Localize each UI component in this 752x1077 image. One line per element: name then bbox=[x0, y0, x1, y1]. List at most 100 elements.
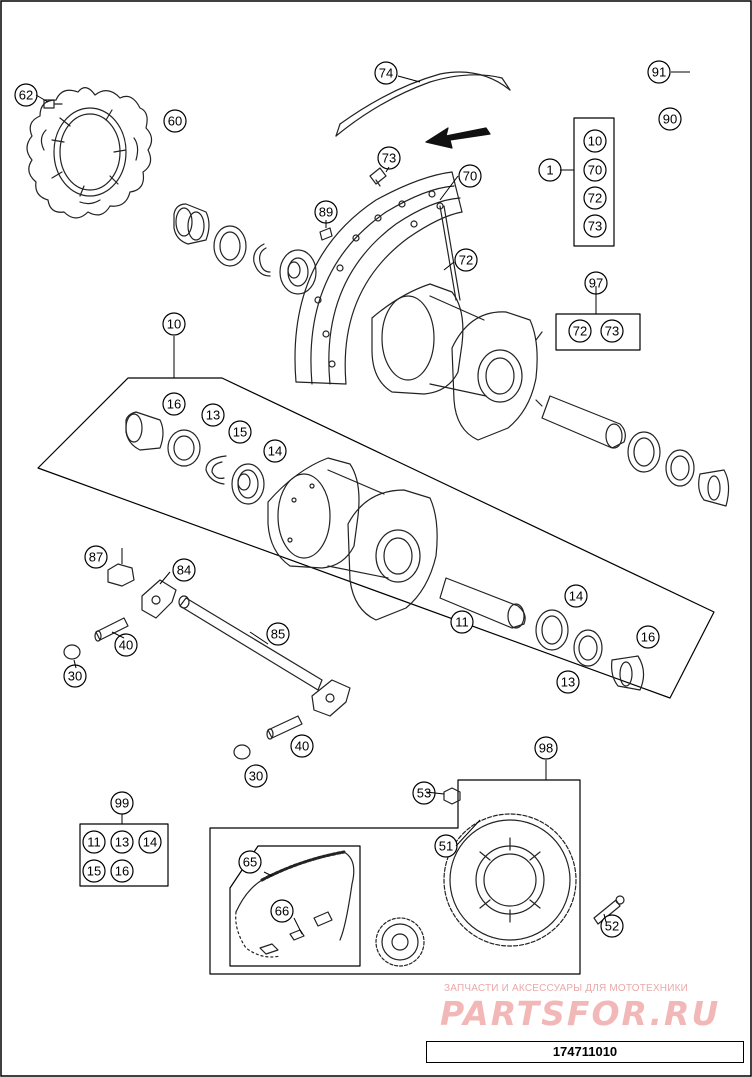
callout-circle bbox=[172, 558, 196, 582]
callout-number: 52 bbox=[605, 919, 619, 934]
callout-circle bbox=[82, 859, 106, 883]
top-axle-spacer bbox=[541, 395, 730, 507]
callout-circle bbox=[658, 107, 682, 131]
spoke bbox=[439, 205, 461, 301]
middle-hub-bearings-right bbox=[535, 609, 645, 691]
callout-number: 73 bbox=[588, 219, 602, 234]
callout-number: 16 bbox=[641, 630, 655, 645]
callout-number: 16 bbox=[167, 397, 181, 412]
callout-circle bbox=[377, 146, 401, 170]
rear-sprocket bbox=[443, 813, 577, 947]
callout-number: 99 bbox=[115, 796, 129, 811]
callout-circle bbox=[583, 186, 607, 210]
callout-number: 90 bbox=[663, 112, 677, 127]
callout-circle bbox=[266, 622, 290, 646]
callout-number: 14 bbox=[569, 589, 583, 604]
callout-circle bbox=[374, 61, 398, 85]
callout-circle bbox=[84, 545, 108, 569]
wheel-set-box bbox=[573, 117, 615, 247]
callout-number: 98 bbox=[539, 741, 553, 756]
callout-circle bbox=[458, 164, 482, 188]
hub-spacer bbox=[439, 577, 526, 629]
callout-number: 15 bbox=[233, 425, 247, 440]
callout-circle bbox=[110, 830, 134, 854]
callout-number: 30 bbox=[68, 669, 82, 684]
part-number: 174711010 bbox=[426, 1041, 744, 1063]
callout-number: 91 bbox=[652, 65, 666, 80]
callout-number: 30 bbox=[249, 769, 263, 784]
callout-circle bbox=[450, 610, 474, 634]
rim bbox=[294, 171, 463, 385]
callout-circle bbox=[434, 834, 458, 858]
top-hub-parts bbox=[173, 203, 317, 295]
callout-number: 14 bbox=[268, 444, 282, 459]
callout-circle bbox=[228, 420, 252, 444]
callout-number: 72 bbox=[573, 324, 587, 339]
callout-number: 89 bbox=[319, 205, 333, 220]
callout-number: 97 bbox=[589, 276, 603, 291]
spoke-nipple bbox=[319, 227, 333, 241]
callout-circle bbox=[534, 736, 558, 760]
callout-number: 10 bbox=[167, 317, 181, 332]
spoke-set-box bbox=[555, 313, 641, 351]
callout-number: 72 bbox=[588, 191, 602, 206]
callout-circle bbox=[201, 403, 225, 427]
callout-circle bbox=[244, 764, 268, 788]
callout-number: 40 bbox=[119, 638, 133, 653]
callout-number: 11 bbox=[87, 835, 101, 850]
callout-number: 13 bbox=[206, 408, 220, 423]
callout-circle bbox=[110, 859, 134, 883]
callout-number: 73 bbox=[605, 324, 619, 339]
callout-number: 73 bbox=[382, 151, 396, 166]
callout-number: 72 bbox=[459, 253, 473, 268]
callout-number: 11 bbox=[455, 615, 469, 630]
callout-number: 14 bbox=[143, 835, 157, 850]
callout-number: 1 bbox=[546, 163, 553, 178]
callout-circle bbox=[556, 670, 580, 694]
front-sprocket bbox=[375, 917, 425, 967]
leader-lines bbox=[35, 71, 690, 935]
callout-circle bbox=[583, 214, 607, 238]
top-hub bbox=[371, 283, 543, 441]
callout-circle bbox=[564, 584, 588, 608]
tire bbox=[335, 71, 511, 137]
callout-circle bbox=[263, 439, 287, 463]
callout-number: 65 bbox=[243, 855, 257, 870]
callout-circle bbox=[162, 312, 186, 336]
axle-parts bbox=[63, 563, 351, 760]
callout-circle bbox=[114, 633, 138, 657]
callout-number: 13 bbox=[561, 675, 575, 690]
watermark-tagline: ЗАПЧАСТИ И АКСЕССУАРЫ ДЛЯ МОТОТЕХНИКИ bbox=[444, 983, 689, 994]
callout-circle bbox=[636, 625, 660, 649]
brake-disc bbox=[26, 87, 153, 219]
callout-number: 62 bbox=[19, 88, 33, 103]
callout-number: 66 bbox=[275, 904, 289, 919]
tube-valve bbox=[369, 167, 387, 187]
watermark-logo: PARTSFOR.RU bbox=[440, 994, 721, 1033]
callout-number: 10 bbox=[588, 134, 602, 149]
callout-number: 87 bbox=[89, 550, 103, 565]
callout-number: 16 bbox=[115, 864, 129, 879]
callout-number: 40 bbox=[295, 739, 309, 754]
rotation-arrow bbox=[425, 127, 491, 149]
callout-number: 13 bbox=[115, 835, 129, 850]
callout-circle bbox=[583, 129, 607, 153]
sprocket-bolt bbox=[593, 895, 625, 925]
disc-screw bbox=[43, 99, 63, 109]
hub-group-outline bbox=[37, 377, 715, 699]
callout-circle bbox=[14, 83, 38, 107]
callout-circle bbox=[82, 830, 106, 854]
drive-chain bbox=[235, 850, 355, 958]
middle-hub bbox=[267, 457, 438, 621]
callout-number: 53 bbox=[417, 786, 431, 801]
callout-circle bbox=[163, 109, 187, 133]
callout-circle bbox=[647, 60, 671, 84]
callout-number: 60 bbox=[168, 114, 182, 129]
callout-number: 15 bbox=[87, 864, 101, 879]
sprocket-group-outline bbox=[209, 779, 581, 975]
callout-number: 70 bbox=[463, 169, 477, 184]
callout-number: 84 bbox=[177, 563, 191, 578]
callout-circle bbox=[238, 850, 262, 874]
